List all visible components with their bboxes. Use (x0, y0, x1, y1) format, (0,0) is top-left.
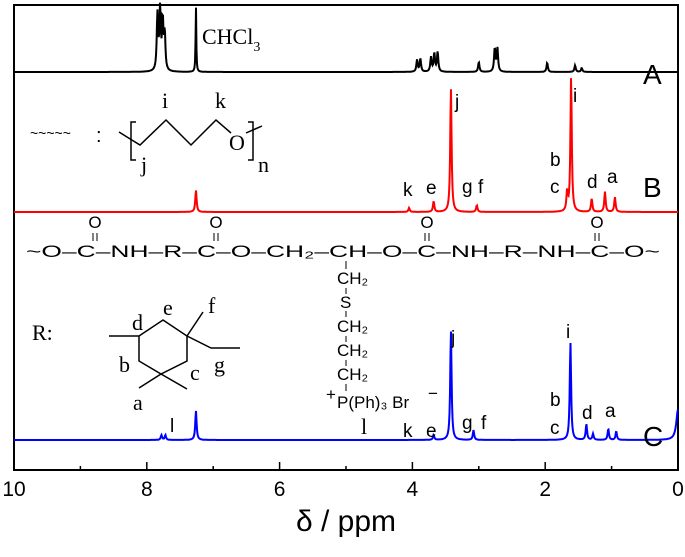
panel-label-c: C (643, 421, 663, 452)
x-tick-label: 10 (2, 478, 25, 501)
x-tick-label: 8 (141, 478, 153, 501)
peak-label-b: b (550, 150, 561, 171)
wavy-bond: ~~~~~ (30, 125, 71, 141)
peak-label-c: c (550, 177, 560, 198)
main-chain: ~O–C–NH–R–C–O–CH₂–CH–O–C–NH–R–NH–C–O~ (26, 242, 660, 261)
side-chain-4: CH₂ (337, 341, 368, 360)
r-label-f: f (208, 293, 216, 318)
colon: : (96, 125, 102, 147)
carbonyl-oxygen: O (88, 213, 101, 232)
solvent-label: CHCl3 (202, 24, 260, 55)
peak-label-f: f (478, 177, 484, 198)
oxygen: O (229, 130, 245, 155)
side-chain-1: CH₂ (337, 269, 368, 288)
soft-segment-structure: ~~~~~ : i k j O n (30, 88, 269, 177)
peak-label-g: g (462, 413, 473, 434)
x-tick-label: 4 (407, 478, 419, 501)
bracket-right (248, 121, 254, 161)
double-bond (92, 233, 98, 241)
peak-label-c: c (550, 418, 560, 439)
peak-label-j: j (454, 92, 459, 113)
carbonyl-oxygen: O (420, 213, 433, 232)
peak-label-i: i (566, 322, 570, 343)
peak-label-k: k (403, 180, 413, 201)
peak-label-j: j (450, 328, 455, 349)
r-label-g: g (214, 352, 225, 377)
peak-label-a: a (607, 167, 618, 188)
r-group-structure: R: d e f b c g a (32, 293, 240, 415)
label-k: k (215, 88, 226, 113)
x-axis-label: δ / ppm (296, 505, 396, 538)
side-chain-3: CH₂ (337, 317, 368, 336)
panel-label-a: A (643, 59, 662, 90)
r-label-d: d (132, 310, 143, 335)
soft-segment-bonds (118, 118, 263, 147)
double-bond (424, 233, 430, 241)
double-bond (594, 233, 600, 241)
panel-label-b: B (643, 172, 662, 203)
x-tick-label: 2 (539, 478, 551, 501)
peak-label-e: e (426, 421, 437, 442)
structure-label-l: l (361, 414, 367, 439)
label-j: j (140, 152, 147, 177)
peak-label-i: i (573, 86, 577, 107)
label-n: n (258, 152, 269, 177)
spectrum-a (14, 2, 678, 73)
r-label-e: e (163, 295, 173, 320)
peak-label-k: k (403, 421, 413, 442)
spectrum-c (14, 331, 679, 441)
plus-charge: + (326, 385, 336, 404)
label-i: i (162, 88, 168, 113)
x-tick-label: 6 (274, 478, 286, 501)
r-label-a: a (133, 390, 143, 415)
double-bond (213, 233, 219, 241)
side-chain-2: S (340, 293, 351, 312)
spectrum-b (14, 78, 678, 213)
peak-label-e: e (426, 178, 437, 199)
peak-label-g: g (462, 177, 473, 198)
r-label: R: (32, 320, 53, 345)
bracket-left (130, 121, 136, 161)
carbonyl-oxygen: O (590, 213, 603, 232)
peak-label-d: d (582, 403, 593, 424)
x-tick-label: 0 (672, 478, 684, 501)
peak-label-l: l (170, 416, 174, 437)
r-label-b: b (119, 352, 130, 377)
r-label-c: c (190, 360, 200, 385)
peak-label-b: b (550, 390, 561, 411)
cyclohexane-ring (109, 311, 240, 390)
carbonyl-oxygen: O (209, 213, 222, 232)
side-chain-6: P(Ph)₃ Br (337, 393, 409, 412)
peak-label-f: f (481, 413, 487, 434)
minus-charge: − (428, 384, 438, 403)
side-chain-5: CH₂ (337, 365, 368, 384)
peak-label-d: d (587, 172, 598, 193)
peak-label-a: a (605, 401, 616, 422)
polyurethane-structure: ~O–C–NH–R–C–O–CH₂–CH–O–C–NH–R–NH–C–O~ O O… (26, 213, 660, 412)
